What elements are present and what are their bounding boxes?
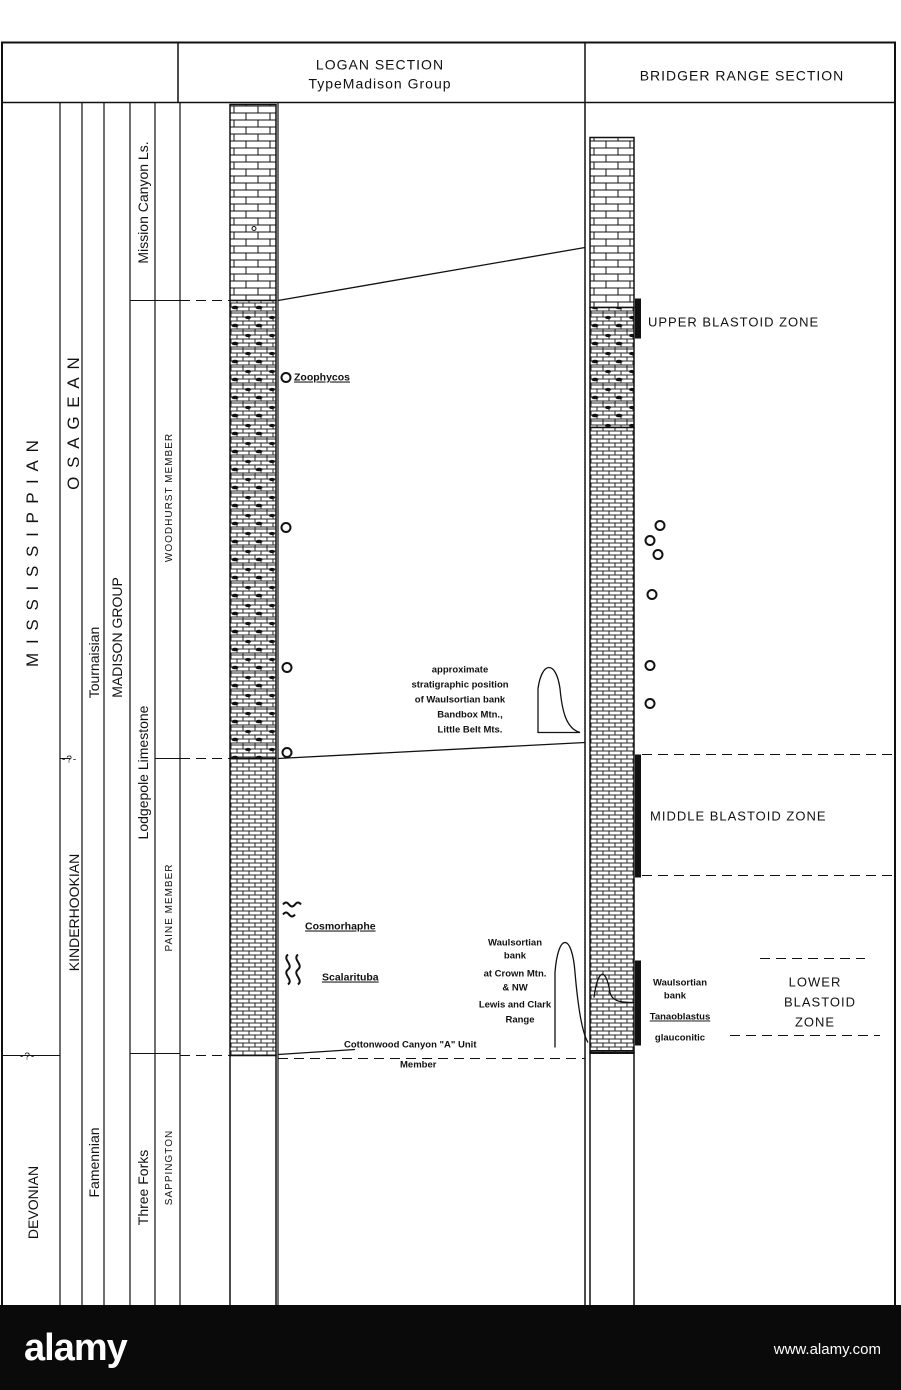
svg-text:bank: bank: [664, 991, 687, 1002]
watermark-url: www.alamy.com: [774, 1341, 881, 1358]
lower-blastoid-zone-label: LOWER BLASTOID ZONE: [784, 975, 856, 1030]
series-osagean: O S A G E A N: [64, 355, 83, 490]
upper-blastoid-bar: [635, 299, 641, 339]
blastoid-zone-bars: [635, 299, 641, 1046]
zoophycos-label: Zoophycos: [294, 372, 350, 384]
cosmorhaphe-label: Cosmorhaphe: [305, 921, 376, 933]
cosmorhaphe-icon: [283, 903, 301, 917]
blastoid-icon: [282, 523, 291, 532]
svg-text:glauconitic: glauconitic: [655, 1033, 705, 1044]
svg-text:ZONE: ZONE: [795, 1015, 835, 1030]
member-sappington: SAPPINGTON: [164, 1130, 175, 1205]
svg-text:of Waulsortian bank: of Waulsortian bank: [415, 695, 506, 706]
system-mississippian: M I S S I S S I P P I A N: [23, 438, 42, 667]
logan-lithologic-column: [230, 105, 276, 1345]
stage-tournaisian: Tournaisian: [86, 627, 102, 699]
series-kinderhookian: KINDERHOOKIAN: [66, 854, 82, 971]
svg-text:Waulsortian: Waulsortian: [488, 938, 542, 949]
svg-text:bank: bank: [504, 951, 527, 962]
crown-mtn-note: Waulsortian bank at Crown Mtn. & NW Lewi…: [479, 938, 552, 1026]
svg-text:at Crown Mtn.: at Crown Mtn.: [484, 969, 547, 980]
middle-blastoid-bar: [635, 755, 641, 878]
blastoid-icon: [654, 550, 663, 559]
svg-text:stratigraphic position: stratigraphic position: [411, 680, 508, 691]
blastoid-icon: [646, 536, 655, 545]
svg-text:Waulsortian: Waulsortian: [653, 978, 707, 989]
svg-text:Lewis and Clark: Lewis and Clark: [479, 1000, 552, 1011]
correlation-lines: [278, 248, 585, 1055]
logan-section-subtitle: TypeMadison Group: [308, 76, 451, 92]
lower-blastoid-bar: [635, 961, 641, 1046]
blastoid-icon: [283, 663, 292, 672]
tanaoblastus-label: Tanaoblastus: [650, 1012, 711, 1023]
system-devonian: DEVONIAN: [25, 1166, 41, 1239]
stage-famennian: Famennian: [86, 1127, 102, 1197]
svg-text:& NW: & NW: [502, 983, 527, 994]
svg-text:Bandbox Mtn.,: Bandbox Mtn.,: [437, 710, 502, 721]
blastoid-icon: [648, 590, 657, 599]
svg-text:Little Belt Mts.: Little Belt Mts.: [438, 725, 503, 736]
boundary-query-upper: -?-: [62, 755, 77, 766]
bridger-lithologic-column: [590, 138, 634, 1345]
blastoid-icon: [646, 661, 655, 670]
svg-text:LOWER: LOWER: [789, 975, 842, 990]
formation-lodgepole: Lodgepole Limestone: [135, 705, 151, 839]
member-woodhurst: WOODHURST MEMBER: [164, 433, 175, 562]
svg-text:approximate: approximate: [432, 665, 489, 676]
group-madison: MADISON GROUP: [109, 577, 125, 698]
svg-text:BLASTOID: BLASTOID: [784, 995, 856, 1010]
watermark-banner: alamy www.alamy.com: [0, 1305, 901, 1390]
crown-bank-icon: [555, 943, 588, 1048]
scalarituba-label: Scalarituba: [322, 972, 379, 984]
boundary-query-lower: -?-: [20, 1052, 35, 1063]
logan-section-title: LOGAN SECTION: [316, 57, 444, 73]
scalarituba-icon: [286, 955, 299, 985]
svg-text:Range: Range: [505, 1015, 534, 1026]
blastoid-icon: [283, 748, 292, 757]
bandbox-note: approximate stratigraphic position of Wa…: [411, 665, 508, 736]
bridger-section-title: BRIDGER RANGE SECTION: [640, 68, 845, 84]
middle-blastoid-zone-label: MIDDLE BLASTOID ZONE: [650, 809, 827, 824]
cottonwood-canyon-label: Cottonwood Canyon "A" Unit: [344, 1040, 477, 1051]
upper-blastoid-zone-label: UPPER BLASTOID ZONE: [648, 315, 819, 330]
member-paine: PAINE MEMBER: [164, 864, 175, 952]
blastoid-icon: [646, 699, 655, 708]
alamy-logo: alamy: [24, 1327, 127, 1370]
bridger-notes: Waulsortian bank Tanaoblastus glauconiti…: [650, 978, 711, 1044]
member-label: Member: [400, 1060, 437, 1071]
bandbox-bank-icon: [538, 668, 580, 733]
trace-fossil-markers: [283, 903, 301, 985]
blastoid-icon: [656, 521, 665, 530]
formation-three-forks: Three Forks: [135, 1150, 151, 1225]
formation-mission-canyon: Mission Canyon Ls.: [135, 141, 151, 263]
blastoid-icon: [282, 373, 291, 382]
